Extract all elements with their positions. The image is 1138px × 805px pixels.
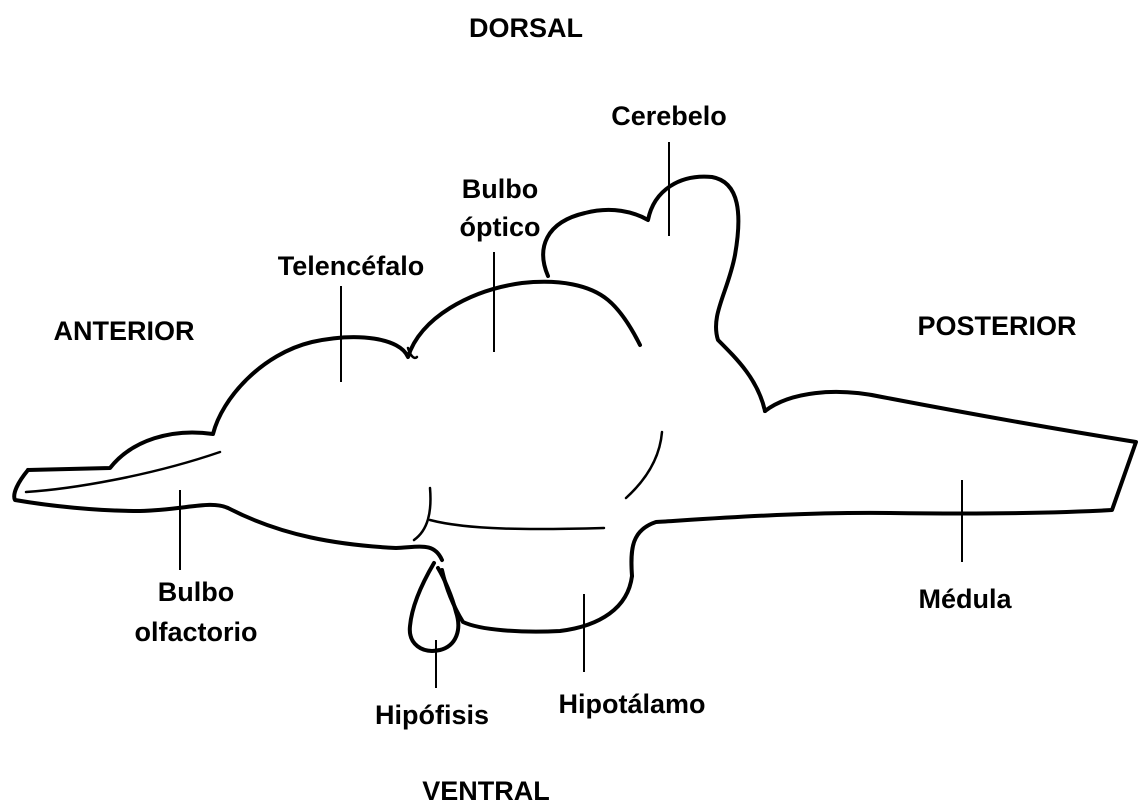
- hipofisis-label: Hipófisis: [375, 700, 489, 730]
- posterior-label: POSTERIOR: [917, 311, 1076, 341]
- medula-label: Médula: [918, 584, 1012, 614]
- medulla-dorsal-contour: [631, 392, 1136, 576]
- telencefalo-label: Telencéfalo: [278, 251, 425, 281]
- bulbo-olfactorio-label-line2: olfactorio: [134, 617, 257, 647]
- bulbo-optico-label-line2: óptico: [460, 212, 541, 242]
- anterior-label: ANTERIOR: [54, 316, 195, 346]
- ventral-label: VENTRAL: [422, 776, 550, 805]
- dorsal-label: DORSAL: [469, 13, 583, 43]
- hipotalamo-label: Hipotálamo: [558, 689, 705, 719]
- hypothalamus-contour: [442, 570, 632, 632]
- olfactory-tract-line: [26, 452, 220, 492]
- telencephalon-lower-line: [414, 488, 430, 540]
- dorsal-contour: [28, 282, 640, 470]
- telencephalon-ventral-line: [430, 520, 604, 529]
- hypophysis-contour: [410, 563, 458, 651]
- cerebellum-contour: [543, 177, 765, 411]
- leader-lines: [180, 142, 962, 688]
- tectum-inner-line: [626, 432, 662, 498]
- olfactory-bulb-contour: [14, 470, 442, 560]
- bulbo-optico-label-line1: Bulbo: [462, 174, 538, 204]
- bulbo-olfactorio-label-line1: Bulbo: [158, 577, 234, 607]
- cerebelo-label: Cerebelo: [611, 101, 727, 131]
